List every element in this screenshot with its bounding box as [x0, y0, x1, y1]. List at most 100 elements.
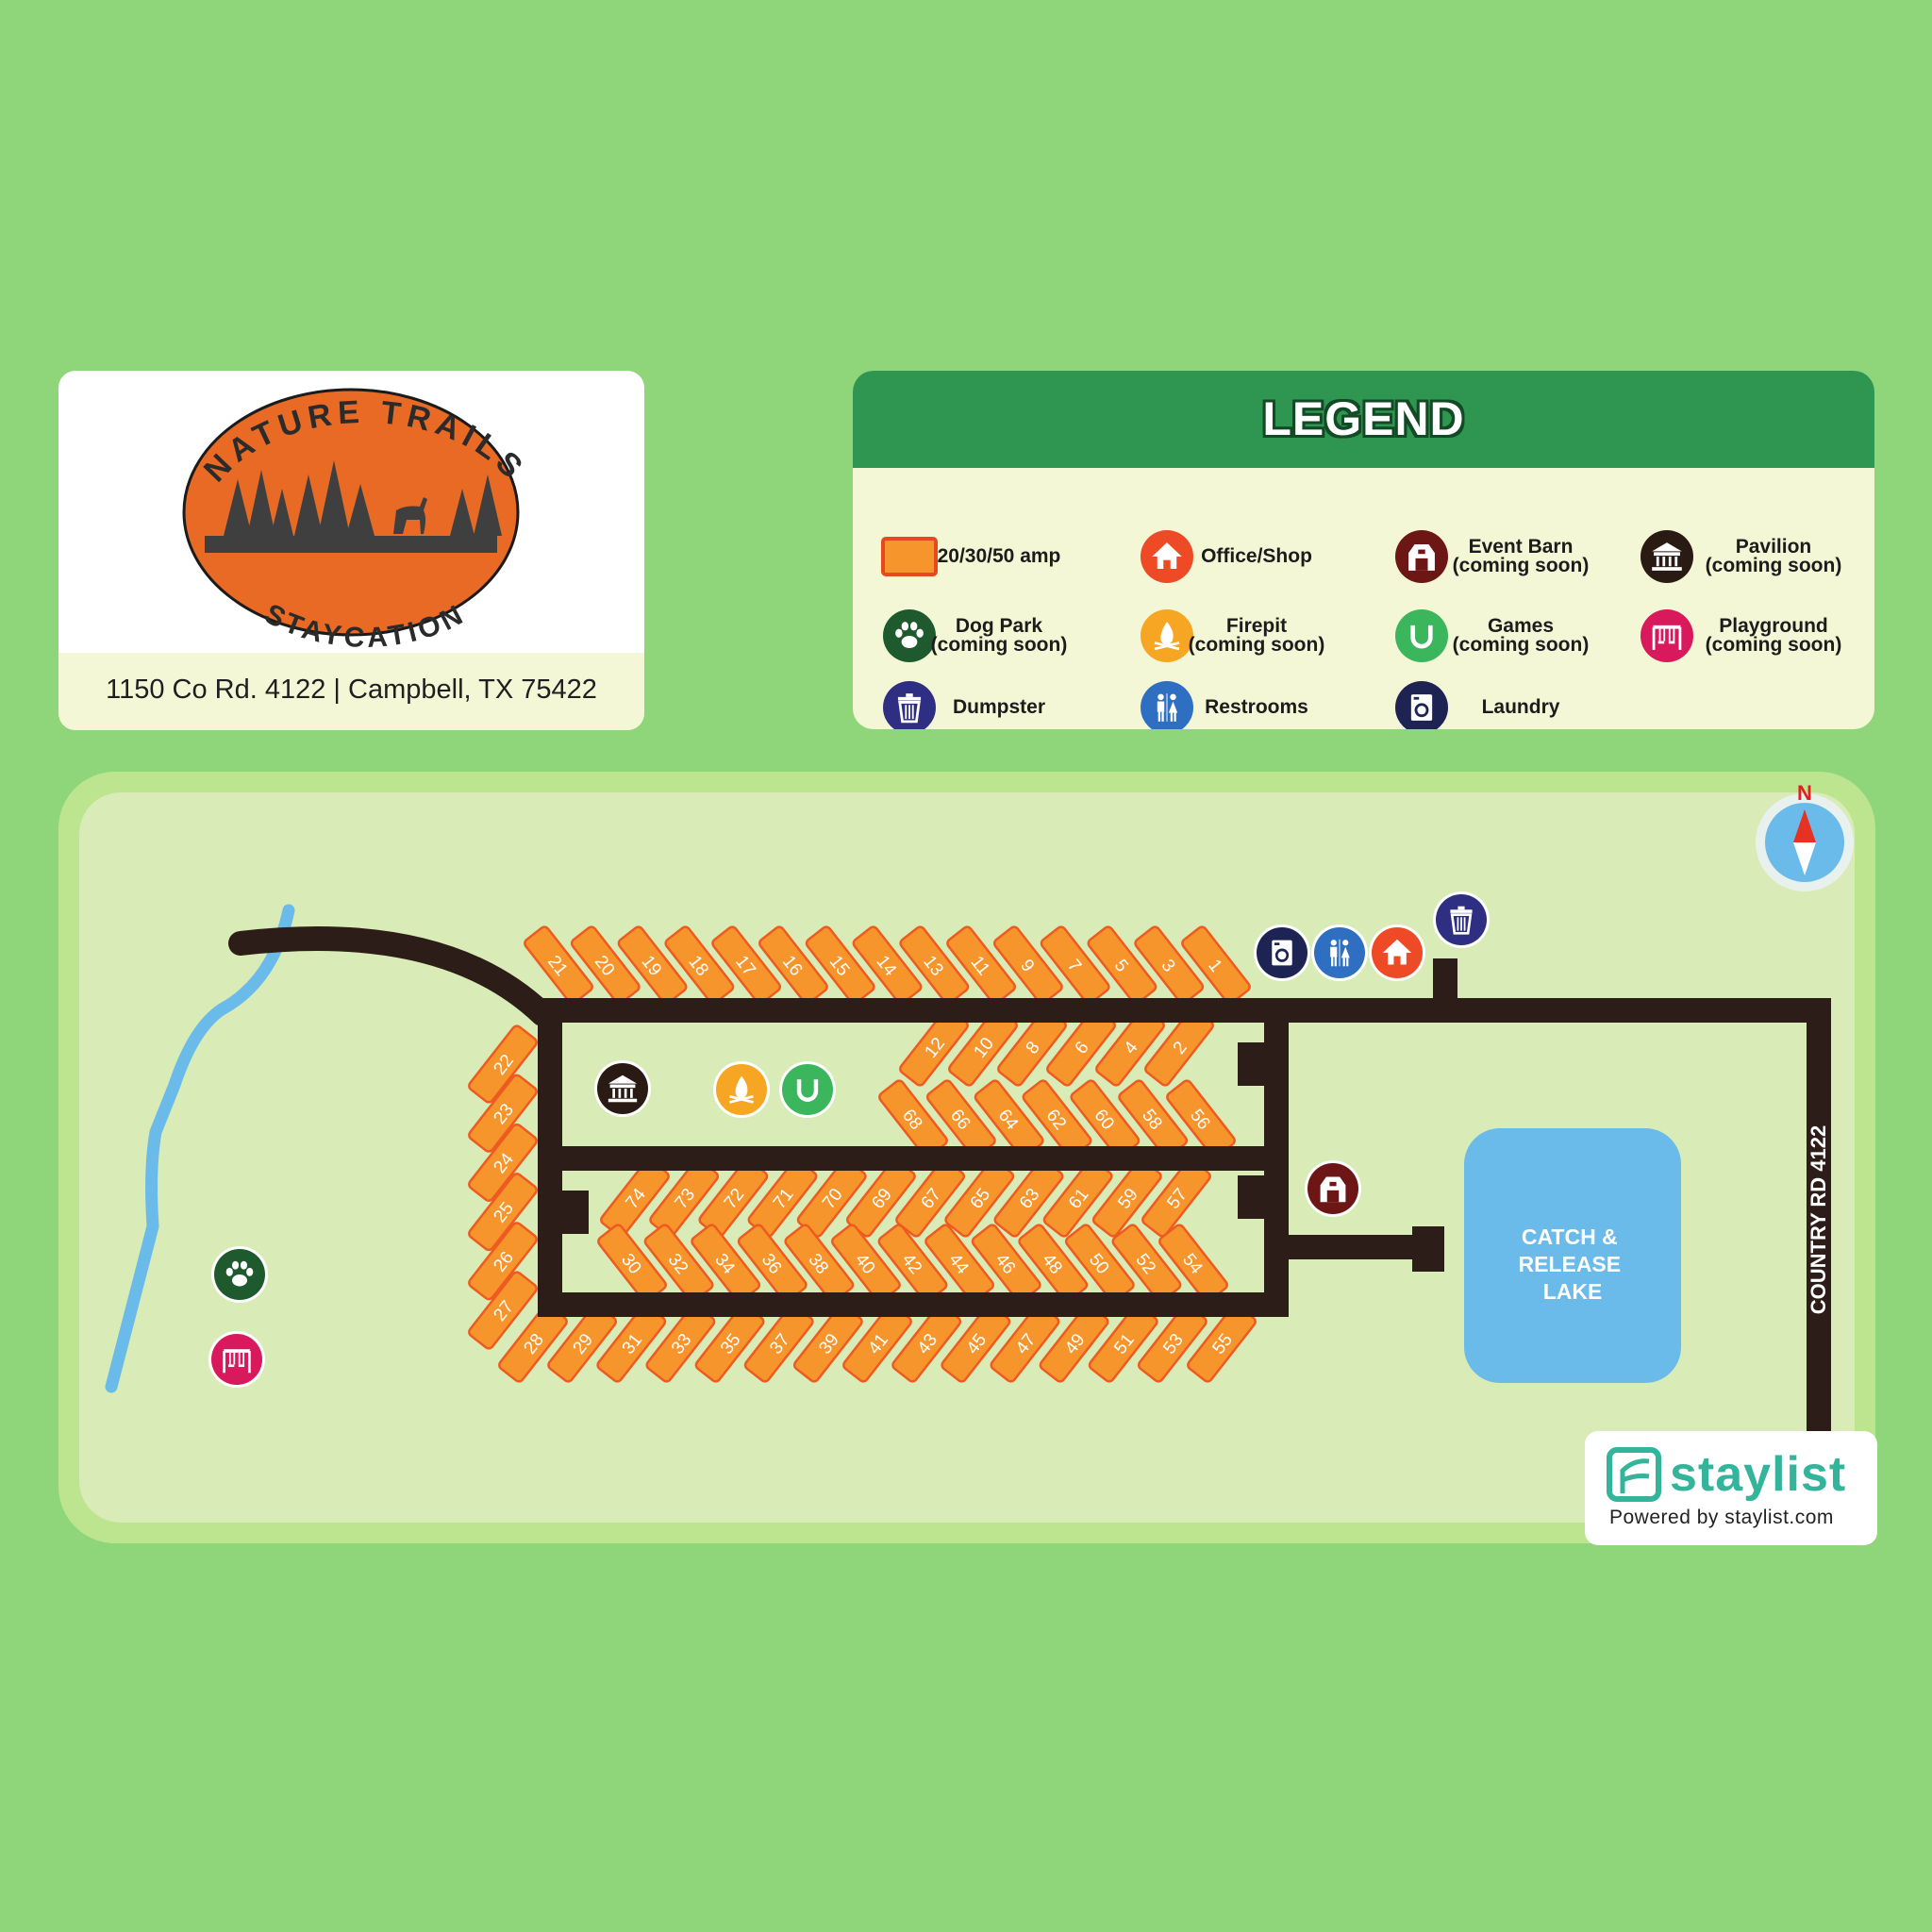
rv-site[interactable]: 33	[645, 1304, 716, 1384]
legend-item-sublabel: (coming soon)	[1452, 634, 1590, 656]
rv-site[interactable]: 55	[1186, 1304, 1257, 1384]
map-restroom-icon[interactable]	[1311, 924, 1368, 981]
rv-site[interactable]: 56	[1165, 1079, 1236, 1159]
horseshoe-icon	[1395, 609, 1448, 662]
lake-label-line-2: RELEASE	[1518, 1252, 1621, 1276]
rv-site[interactable]: 26	[467, 1221, 538, 1301]
rv-site[interactable]: 51	[1088, 1304, 1158, 1384]
lake	[1464, 1128, 1681, 1383]
rv-site[interactable]: 19	[617, 925, 688, 1006]
rv-site[interactable]: 20	[570, 925, 641, 1006]
map-campfire-icon[interactable]	[713, 1061, 770, 1118]
map-paw-icon[interactable]	[211, 1246, 268, 1303]
staylist-logo-icon	[1607, 1447, 1661, 1502]
rv-site[interactable]: 61	[1042, 1158, 1113, 1239]
lake-label-line-1: CATCH &	[1522, 1224, 1618, 1249]
entrance-road	[228, 926, 555, 1026]
rv-site[interactable]: 23	[467, 1074, 538, 1154]
rv-site[interactable]: 17	[710, 925, 782, 1006]
map-barn-icon[interactable]	[1305, 1160, 1361, 1217]
rv-site[interactable]: 62	[1022, 1079, 1092, 1159]
legend-item-label: 20/30/50 amp	[937, 545, 1061, 567]
map-horseshoe-icon[interactable]	[779, 1061, 836, 1118]
rv-site[interactable]: 9	[992, 925, 1063, 1006]
legend-header	[853, 371, 1874, 468]
rv-site[interactable]: 53	[1137, 1304, 1208, 1384]
rv-site[interactable]: 10	[947, 1008, 1018, 1088]
road-label: COUNTRY RD 4122	[1807, 1125, 1830, 1315]
rv-site[interactable]: 22	[467, 1024, 538, 1105]
map-house-icon[interactable]	[1369, 924, 1425, 981]
rv-site[interactable]: 48	[1018, 1224, 1089, 1304]
rv-site[interactable]: 31	[596, 1304, 667, 1384]
map-icons	[208, 891, 1490, 1388]
rv-site[interactable]: 58	[1117, 1079, 1189, 1159]
park-logo-card: NATURE TRAILS STAYCATION 1150 Co Rd. 412…	[58, 371, 644, 730]
rv-site[interactable]: 71	[747, 1158, 818, 1239]
rv-site[interactable]: 1	[1180, 925, 1251, 1006]
rv-site[interactable]: 52	[1111, 1224, 1182, 1304]
rv-site[interactable]: 28	[497, 1304, 568, 1384]
rv-site[interactable]: 21	[523, 925, 593, 1006]
rv-site[interactable]: 27	[467, 1271, 538, 1351]
legend-item-label: Restrooms	[1205, 696, 1308, 718]
map-pavilion-icon[interactable]	[594, 1060, 651, 1117]
creek	[105, 904, 295, 1393]
rv-site[interactable]: 14	[852, 925, 923, 1006]
restroom-icon	[1141, 681, 1193, 729]
rv-site[interactable]: 40	[830, 1224, 901, 1304]
pavilion-icon	[1641, 530, 1693, 583]
rv-site[interactable]: 64	[974, 1079, 1044, 1159]
legend-title: LEGEND	[1262, 392, 1465, 445]
campfire-icon	[1141, 609, 1193, 662]
rv-site[interactable]: 44	[924, 1224, 994, 1304]
rv-site[interactable]: 45	[941, 1304, 1011, 1384]
rv-site[interactable]: 15	[805, 925, 875, 1006]
park-address: 1150 Co Rd. 4122 | Campbell, TX 75422	[106, 675, 597, 705]
legend-item-sublabel: (coming soon)	[1705, 634, 1842, 656]
rv-site[interactable]: 18	[664, 925, 735, 1006]
map-washer-icon[interactable]	[1254, 924, 1310, 981]
legend-item-label: Event Barn	[1468, 536, 1574, 558]
staylist-powered-by: Powered by staylist.com	[1609, 1507, 1834, 1528]
rv-site[interactable]: 11	[945, 925, 1016, 1006]
rv-site[interactable]: 47	[990, 1304, 1060, 1384]
rv-site[interactable]: 50	[1064, 1224, 1135, 1304]
svg-text:CATCH & RELEASE LA: CATCH & RELEASE LAKE	[1518, 1224, 1626, 1304]
rv-site[interactable]: 67	[894, 1158, 966, 1239]
rv-site[interactable]: 66	[925, 1079, 996, 1159]
legend-item-label: Laundry	[1481, 696, 1560, 718]
legend-item-label: Pavilion	[1735, 536, 1812, 558]
rv-site[interactable]: 60	[1070, 1079, 1141, 1159]
legend-item-label: Office/Shop	[1201, 545, 1312, 567]
roads	[228, 926, 1831, 1434]
rv-site[interactable]: 36	[737, 1224, 808, 1304]
map-trash-icon[interactable]	[1433, 891, 1490, 948]
rv-site[interactable]: 5	[1087, 925, 1158, 1006]
legend-item-label: Dog Park	[955, 615, 1043, 637]
rv-site[interactable]: 46	[971, 1224, 1041, 1304]
legend-item-label: Dumpster	[952, 696, 1046, 718]
rv-site[interactable]: 16	[758, 925, 828, 1006]
staylist-brand: staylist	[1670, 1447, 1847, 1502]
rv-site[interactable]: 49	[1039, 1304, 1109, 1384]
address-strip	[58, 653, 644, 730]
rv-site[interactable]: 63	[993, 1158, 1064, 1239]
rv-site[interactable]: 3	[1134, 925, 1205, 1006]
rv-site[interactable]: 7	[1040, 925, 1110, 1006]
legend-item-label: Firepit	[1225, 615, 1288, 637]
rv-site[interactable]: 34	[690, 1224, 761, 1304]
legend-item-sublabel: (coming soon)	[1452, 555, 1590, 576]
compass: N	[1756, 781, 1854, 891]
map-swing-icon[interactable]	[208, 1331, 265, 1388]
rv-site[interactable]: 24	[467, 1123, 538, 1203]
legend-item-label: Playground	[1719, 615, 1828, 637]
rv-site[interactable]: 39	[792, 1304, 863, 1384]
rv-site[interactable]: 13	[899, 925, 970, 1006]
lake-label-line-3: LAKE	[1543, 1279, 1603, 1304]
staylist-badge[interactable]: staylist Powered by staylist.com	[1585, 1431, 1877, 1545]
rv-site[interactable]: 68	[877, 1079, 948, 1159]
rv-site[interactable]: 70	[796, 1158, 867, 1239]
rv-site[interactable]: 25	[467, 1172, 538, 1252]
